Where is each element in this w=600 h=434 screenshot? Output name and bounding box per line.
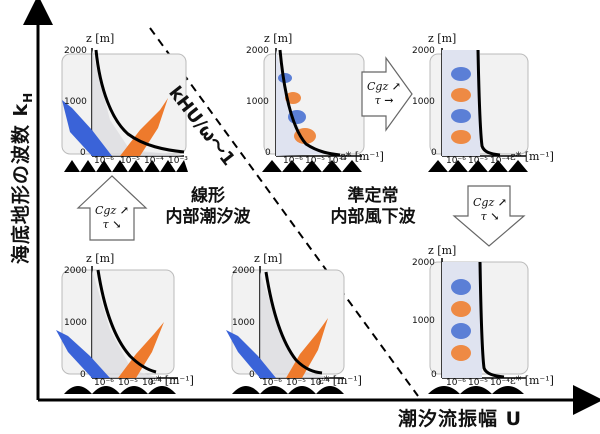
tr-eps-label: ε* [m⁻¹] [510,150,554,163]
bm-z-label: z [m] [254,252,283,265]
regime-boundary-line [149,27,419,397]
tm-z-label: z [m] [264,32,293,45]
br-tick-1000: 1000 [412,316,435,326]
panel-bottom-right [428,258,529,394]
br-eps-2: 10⁻⁵ [468,378,488,388]
bm-eps-3: 10⁻⁴ [310,378,330,388]
tl-tick-1000: 1000 [64,97,87,107]
arrow-right-labels: Cgz ↗ τ → [367,80,401,107]
arrow-down-labels: Cgz ↗ τ ↘ [473,196,507,223]
tr-eps-1: 10⁻⁶ [446,156,466,166]
tm-eps-3: 10⁻⁴ [327,156,347,166]
bm-eps-2: 10⁻⁵ [286,378,306,388]
tl-tick-2000: 2000 [64,46,87,56]
tm-eps-2: 10⁻⁵ [305,156,325,166]
tl-z-label: z [m] [86,32,115,45]
bm-eps-label: ε* [m⁻¹] [318,374,362,387]
bm-tick-0: 0 [249,370,255,380]
x-axis-label: 潮汐流振幅 U [398,408,523,430]
panel-top-left [61,48,188,172]
panel-bottom-left [56,266,178,394]
panel-top-middle [262,48,365,172]
tm-tick-2000: 2000 [246,46,269,56]
arrow-up-labels: Cgz ↗ τ ↘ [95,204,129,231]
br-eps-3: 10⁻⁴ [490,378,510,388]
transition-arrow-right [361,56,413,132]
tl-eps-4: 10⁻³ [168,156,188,166]
tm-eps-label: ε* [m⁻¹] [340,150,384,163]
panel-bottom-middle [226,266,345,394]
tl-eps-1: 10⁻⁶ [94,156,114,166]
bl-z-label: z [m] [86,252,115,265]
tr-eps-3: 10⁻⁴ [490,156,510,166]
tl-eps-3: 10⁻⁴ [144,156,164,166]
tr-tick-0: 0 [431,148,437,158]
bl-tick-1000: 1000 [64,318,87,328]
br-tick-2000: 2000 [412,258,435,268]
tr-eps-2: 10⁻⁵ [468,156,488,166]
panel-top-right [428,48,529,172]
bl-eps-2: 10⁻⁵ [118,378,138,388]
tm-tick-0: 0 [265,148,271,158]
br-eps-1: 10⁻⁶ [446,378,466,388]
bl-tick-2000: 2000 [64,266,87,276]
bm-eps-1: 10⁻⁶ [262,378,282,388]
y-axis-label: 海底地形の波数 kH [10,91,35,265]
br-eps-label: ε* [m⁻¹] [510,374,554,387]
regime-linear: 線形 内部潮汐波 [165,186,251,227]
bl-tick-0: 0 [80,370,86,380]
bl-eps-1: 10⁻⁶ [94,378,114,388]
regime-quasi: 準定常 内部風下波 [330,186,416,227]
tr-tick-2000: 2000 [412,46,435,56]
bm-tick-1000: 1000 [232,318,255,328]
tr-z-label: z [m] [428,32,457,45]
tm-tick-1000: 1000 [246,97,269,107]
tm-eps-1: 10⁻⁶ [283,156,303,166]
br-tick-0: 0 [431,370,437,380]
transition-arrow-down [452,185,526,247]
transition-arrow-up [76,175,148,241]
bl-eps-label: ε* [m⁻¹] [150,374,194,387]
tr-tick-1000: 1000 [412,97,435,107]
tl-eps-2: 10⁻⁵ [120,156,140,166]
tl-tick-0: 0 [80,148,86,158]
bl-eps-3: 10⁻⁴ [142,378,162,388]
bm-tick-2000: 2000 [232,266,255,276]
br-z-label: z [m] [428,244,457,257]
